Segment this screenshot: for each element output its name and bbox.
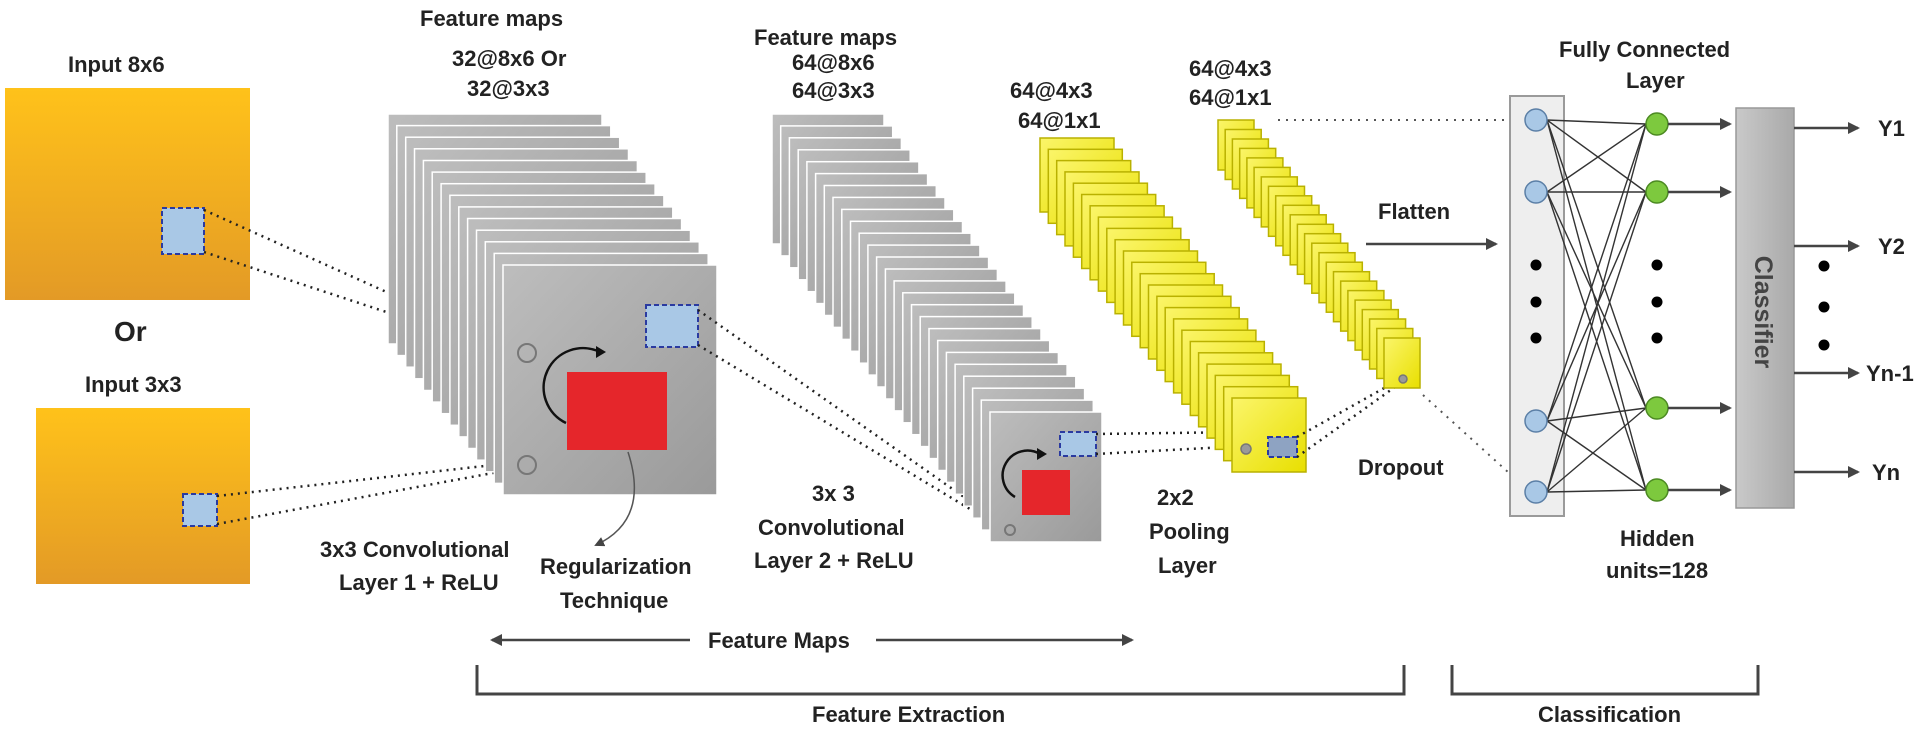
- conv1-rotation-arrow: [542, 346, 601, 425]
- fc-connection: [1546, 123, 1647, 422]
- fc-connection: [1546, 123, 1647, 493]
- fm2-dims-line2: 64@3x3: [792, 78, 875, 103]
- regularization-label-line2: Technique: [560, 588, 668, 613]
- output-arrows: [1794, 122, 1860, 478]
- fc-connection-lines: [1546, 119, 1647, 493]
- fc-connection: [1546, 191, 1647, 409]
- dropout-projection-lines: [1278, 119, 1531, 493]
- dropout-label: Dropout: [1358, 455, 1444, 480]
- fm2-dims-line1: 64@8x6: [792, 50, 875, 75]
- fc-label-line1: Fully Connected: [1559, 37, 1730, 62]
- or-label: Or: [114, 316, 147, 347]
- fc-connection: [1546, 119, 1647, 125]
- conv2-label-line2: Convolutional: [758, 515, 905, 540]
- conv1-kernel-blue: [645, 304, 699, 348]
- fm2-title: Feature maps: [754, 25, 897, 50]
- fc-input-ellipsis: [1530, 259, 1542, 344]
- conv2-front-details: [1001, 431, 1097, 536]
- flatten-label: Flatten: [1378, 199, 1450, 224]
- fm1-dims-line2: 32@3x3: [467, 76, 550, 101]
- classifier-block: [1735, 107, 1795, 509]
- conv2-kernel-red: [1022, 470, 1070, 515]
- pool-dims-line1: 64@4x3: [1010, 78, 1093, 103]
- conv1-front-details: [517, 304, 699, 547]
- fm1-dims-line1: 32@8x6 Or: [452, 46, 567, 71]
- feature-extraction-label: Feature Extraction: [812, 702, 1005, 727]
- classifier-label: Classifier: [1749, 256, 1777, 369]
- input-block-3x3: [36, 408, 250, 584]
- hidden-label-line1: Hidden: [1620, 526, 1695, 551]
- output-ellipsis: [1818, 260, 1830, 351]
- conv1-receptive-point-top: [517, 343, 537, 363]
- regularization-pointer: [594, 451, 636, 547]
- dropout-dims-line2: 64@1x1: [1189, 85, 1272, 110]
- hidden-neuron: [1645, 112, 1669, 136]
- hidden-to-classifier-arrows: [1668, 118, 1732, 496]
- conv1-label-line1: 3x3 Convolutional: [320, 537, 509, 562]
- conv2-label-line1: 3x 3: [812, 481, 855, 506]
- conv1-receptive-point-bottom: [517, 455, 537, 475]
- output-label-yn: Yn: [1872, 460, 1900, 485]
- conv2-rotation-arrow: [1001, 449, 1041, 499]
- pool-dims-line2: 64@1x1: [1018, 108, 1101, 133]
- classification-label: Classification: [1538, 702, 1681, 727]
- output-label-y1: Y1: [1878, 116, 1905, 141]
- input-8x6-label: Input 8x6: [68, 52, 165, 77]
- pooling-kernel-blue: [1267, 436, 1298, 458]
- conv2-label-line3: Layer 2 + ReLU: [754, 548, 914, 573]
- fc-input-neuron: [1524, 108, 1548, 132]
- pool-label-line1: 2x2: [1157, 485, 1194, 510]
- fc-label-line2: Layer: [1626, 68, 1685, 93]
- fc-input-neuron: [1524, 480, 1548, 504]
- fc-connection: [1546, 407, 1647, 493]
- output-label-yn-1: Yn-1: [1866, 361, 1914, 386]
- output-label-y2: Y2: [1878, 234, 1905, 259]
- feature-extraction-bracket: [475, 665, 1406, 696]
- input-3x3-kernel: [182, 493, 218, 527]
- fc-connection: [1546, 123, 1647, 193]
- pooling-front-details: [1240, 436, 1298, 458]
- input-block-8x6: [5, 88, 250, 300]
- input-3x3-label: Input 3x3: [85, 372, 182, 397]
- fc-connection: [1546, 119, 1647, 193]
- fc-connection: [1546, 407, 1647, 422]
- fc-input-neuron: [1524, 409, 1548, 433]
- pooling-receptive-point: [1240, 443, 1252, 455]
- conv1-label-line2: Layer 1 + ReLU: [339, 570, 499, 595]
- fc-connection: [1546, 191, 1647, 493]
- conv1-feature-map-stack: [387, 113, 718, 496]
- hidden-neuron: [1645, 180, 1669, 204]
- fc-connection: [1546, 119, 1647, 409]
- conv2-feature-map-stack: [771, 113, 1103, 543]
- classification-bracket: [1450, 665, 1760, 696]
- feature-maps-label: Feature Maps: [708, 628, 850, 653]
- input-8x6-kernel: [161, 207, 205, 255]
- dropout-receptive-point: [1398, 374, 1408, 384]
- fc-input-neuron: [1524, 180, 1548, 204]
- conv2-kernel-blue: [1059, 431, 1097, 457]
- pool-label-line2: Pooling: [1149, 519, 1230, 544]
- dropout-dims-line1: 64@4x3: [1189, 56, 1272, 81]
- hidden-ellipsis: [1651, 259, 1663, 344]
- feature-map-layer: [1231, 397, 1307, 473]
- regularization-label-line1: Regularization: [540, 554, 692, 579]
- pool-label-line3: Layer: [1158, 553, 1217, 578]
- hidden-label-line2: units=128: [1606, 558, 1708, 583]
- pooling-feature-map-stack: [1039, 137, 1307, 473]
- conv2-receptive-point: [1004, 524, 1016, 536]
- hidden-neuron: [1645, 396, 1669, 420]
- pooling-projection-lines: [1296, 376, 1403, 459]
- hidden-neuron: [1645, 478, 1669, 502]
- fc-connection: [1546, 489, 1647, 493]
- fm1-title: Feature maps: [420, 6, 563, 31]
- fc-input-neurons: [1524, 108, 1548, 504]
- conv1-kernel-red: [567, 372, 667, 450]
- hidden-neurons: [1645, 112, 1669, 502]
